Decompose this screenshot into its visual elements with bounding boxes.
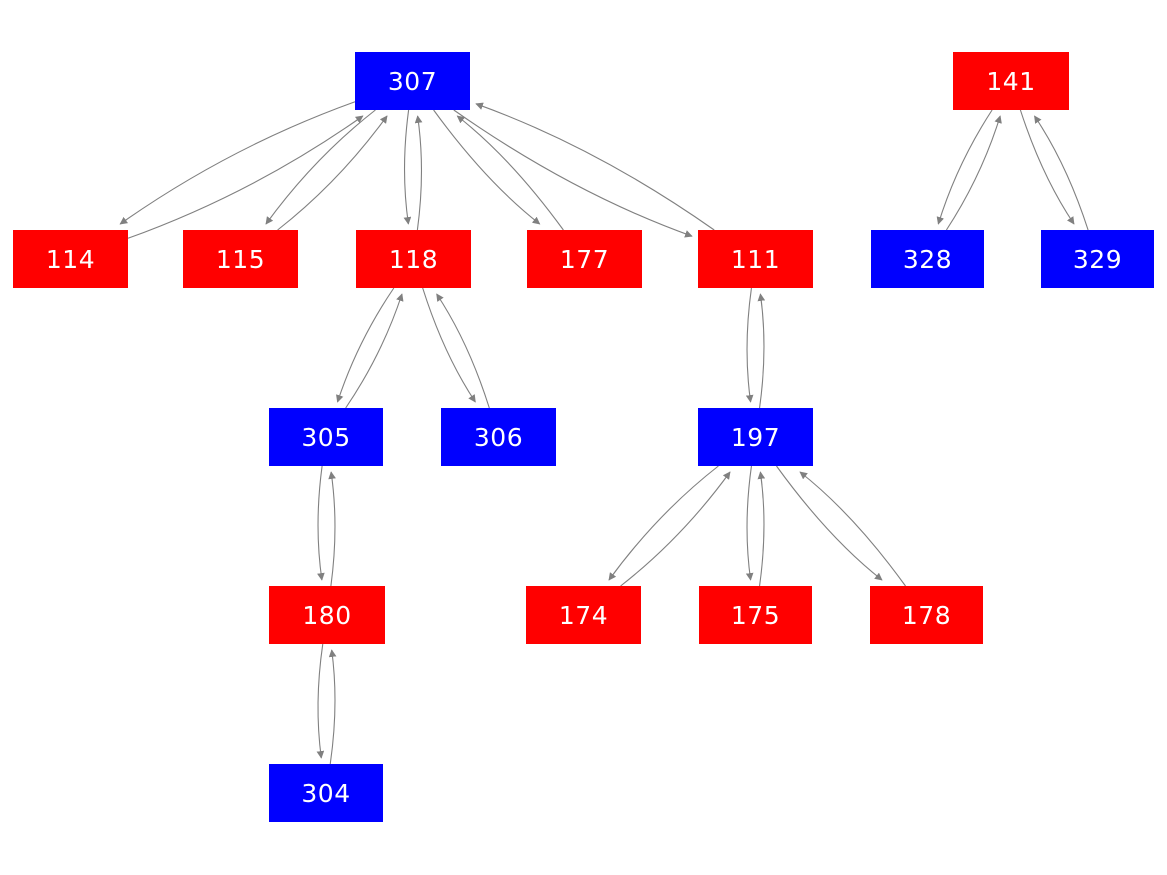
graph-node-label: 328 [902, 244, 953, 274]
graph-node-328[interactable]: 328 [871, 230, 984, 288]
graph-node-label: 174 [558, 600, 609, 630]
graph-node-305[interactable]: 305 [269, 408, 383, 466]
graph-node-label: 307 [387, 66, 438, 96]
graph-edge-180-to-305 [328, 471, 336, 587]
graph-edge-178-to-197 [799, 471, 906, 587]
graph-node-label: 115 [215, 244, 266, 274]
graph-edge-111-to-307 [475, 102, 715, 231]
graph-edges [119, 101, 1089, 765]
graph-edge-307-to-115 [265, 109, 376, 225]
graph-node-174[interactable]: 174 [526, 586, 641, 644]
graph-node-141[interactable]: 141 [953, 52, 1069, 110]
graph-node-label: 175 [730, 600, 781, 630]
graph-edge-174-to-197 [620, 471, 731, 587]
graph-node-label: 306 [473, 422, 524, 452]
graph-node-306[interactable]: 306 [441, 408, 556, 466]
graph-edge-197-to-111 [757, 293, 766, 409]
graph-node-label: 118 [388, 244, 439, 274]
graph-edge-304-to-180 [328, 649, 337, 765]
graph-node-label: 141 [986, 66, 1036, 96]
graph-edge-197-to-174 [608, 465, 719, 581]
graph-node-label: 197 [730, 422, 781, 452]
graph-edge-115-to-307 [277, 115, 388, 231]
graph-edge-111-to-197 [745, 287, 754, 403]
graph-node-197[interactable]: 197 [698, 408, 813, 466]
graph-node-178[interactable]: 178 [870, 586, 983, 644]
graph-node-111[interactable]: 111 [698, 230, 813, 288]
graph-edge-307-to-118 [403, 109, 412, 225]
graph-edge-118-to-305 [336, 287, 395, 403]
graph-node-label: 177 [559, 244, 610, 274]
graph-edge-305-to-180 [317, 465, 325, 581]
graph-edge-177-to-307 [456, 115, 564, 231]
graph-edge-114-to-307 [127, 115, 364, 239]
graph-edge-141-to-328 [936, 109, 993, 225]
graph-node-304[interactable]: 304 [269, 764, 383, 822]
graph-node-label: 329 [1072, 244, 1123, 274]
graph-node-label: 305 [301, 422, 351, 452]
graph-node-307[interactable]: 307 [355, 52, 470, 110]
graph-node-177[interactable]: 177 [527, 230, 642, 288]
graph-node-175[interactable]: 175 [699, 586, 812, 644]
graph-node-label: 180 [302, 600, 352, 630]
graph-node-180[interactable]: 180 [269, 586, 385, 644]
graph-edge-180-to-304 [316, 643, 325, 759]
graph-node-118[interactable]: 118 [356, 230, 471, 288]
graph-edge-307-to-177 [433, 109, 541, 225]
graph-edge-175-to-197 [757, 471, 766, 587]
graph-edge-118-to-306 [422, 287, 476, 403]
graph-node-label: 178 [901, 600, 952, 630]
graph-edge-141-to-329 [1019, 109, 1075, 225]
graph-node-114[interactable]: 114 [13, 230, 128, 288]
graph-node-label: 111 [730, 244, 781, 274]
graph-node-115[interactable]: 115 [183, 230, 298, 288]
graph-edge-118-to-307 [414, 115, 423, 231]
graph-node-329[interactable]: 329 [1041, 230, 1154, 288]
graph-edge-307-to-114 [119, 101, 356, 225]
graph-edge-306-to-118 [436, 293, 490, 409]
graph-edge-197-to-175 [745, 465, 754, 581]
graph-edge-329-to-141 [1034, 115, 1089, 231]
graph-edge-307-to-111 [453, 109, 693, 238]
graph-edge-328-to-141 [945, 115, 1002, 231]
graph-edge-305-to-118 [345, 293, 404, 409]
graph-node-label: 304 [301, 778, 351, 808]
graph-edge-197-to-178 [776, 465, 883, 581]
graph-node-label: 114 [45, 244, 96, 274]
